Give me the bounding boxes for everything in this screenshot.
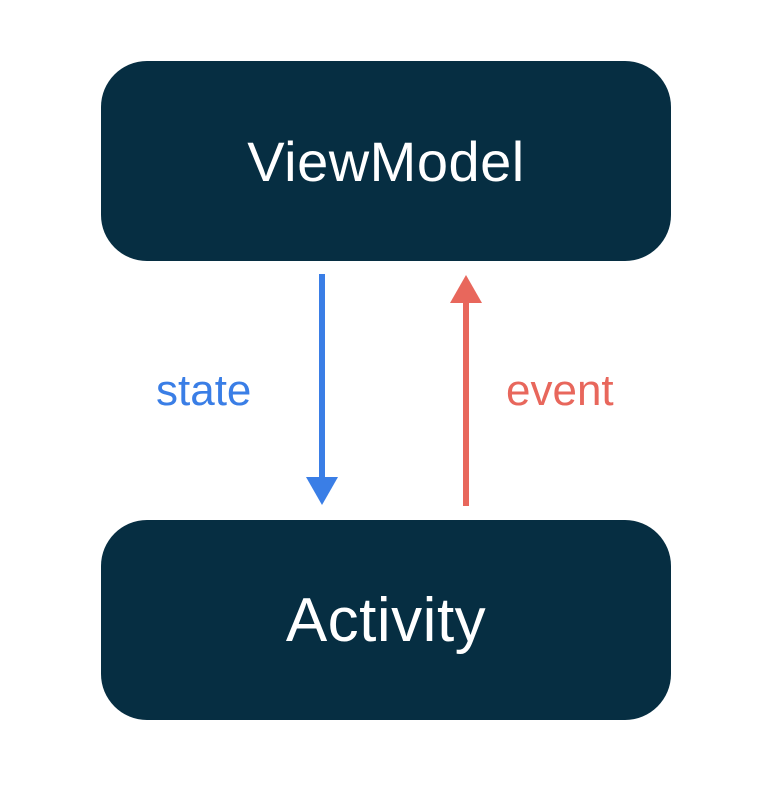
activity-label: Activity	[285, 585, 487, 655]
state-label: state	[156, 366, 252, 415]
event-arrowhead	[450, 275, 482, 303]
activity-box: Activity	[101, 520, 671, 720]
event-arrow	[450, 275, 482, 506]
state-arrowhead	[306, 477, 338, 505]
state-arrow	[306, 274, 338, 505]
viewmodel-box: ViewModel	[101, 61, 671, 261]
viewmodel-label: ViewModel	[247, 129, 525, 193]
event-label: event	[506, 366, 614, 415]
